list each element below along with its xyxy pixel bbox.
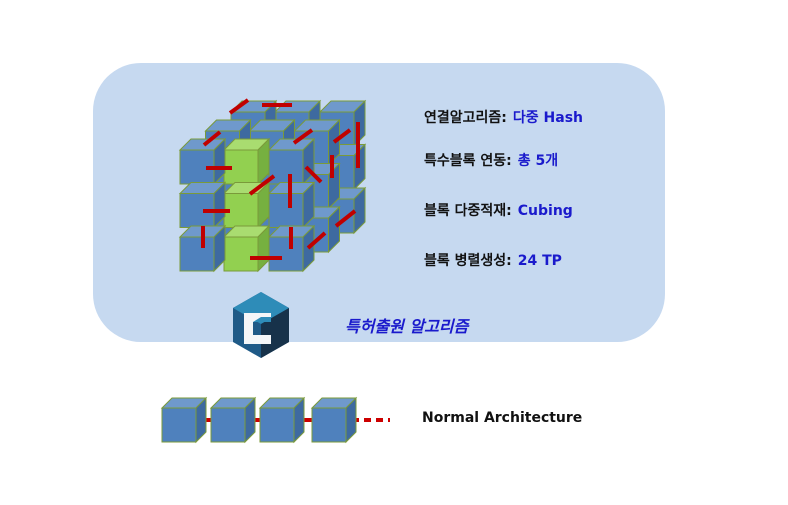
normal-architecture-label: Normal Architecture xyxy=(422,410,583,426)
spec-value: 총 5개 xyxy=(517,153,559,169)
block-cube xyxy=(160,396,208,444)
link-bar xyxy=(334,209,357,228)
link-bar xyxy=(228,98,250,115)
spec-label: 블록 다중적재: xyxy=(424,203,512,219)
block-cube xyxy=(310,396,358,444)
link-bar xyxy=(292,128,314,145)
link-bar xyxy=(306,231,327,250)
spec-label: 블록 병렬생성: xyxy=(424,253,512,269)
normal-chain xyxy=(160,396,390,444)
special-block-cube xyxy=(222,224,271,273)
block-cube xyxy=(178,181,227,229)
spec-label: 특수블록 연동: xyxy=(424,153,512,169)
spec-row-stacking: 블록 다중적재: Cubing xyxy=(424,200,573,220)
spec-row-special-blocks: 특수블록 연동: 총 5개 xyxy=(424,150,558,170)
c-cube-logo-icon xyxy=(233,292,289,358)
cube-links xyxy=(201,98,360,260)
link-bar xyxy=(304,165,323,184)
spec-label: 연결알고리즘: xyxy=(424,110,507,126)
special-block-cube xyxy=(222,181,271,229)
block-cube xyxy=(178,137,227,186)
spec-value: 다중 Hash xyxy=(512,110,583,126)
special-block-cube xyxy=(222,137,271,186)
block-cube xyxy=(209,396,257,444)
link-bar xyxy=(332,128,352,144)
spec-row-algorithm: 연결알고리즘: 다중 Hash xyxy=(424,107,583,127)
link-bar xyxy=(202,130,222,147)
link-bar xyxy=(248,174,276,196)
spec-value: Cubing xyxy=(517,203,573,219)
cube-stack xyxy=(178,99,367,273)
block-cube xyxy=(258,396,306,444)
spec-row-parallel: 블록 병렬생성: 24 TP xyxy=(424,250,562,270)
caption: 특허출원 알고리즘 xyxy=(345,317,469,336)
spec-value: 24 TP xyxy=(517,253,562,269)
